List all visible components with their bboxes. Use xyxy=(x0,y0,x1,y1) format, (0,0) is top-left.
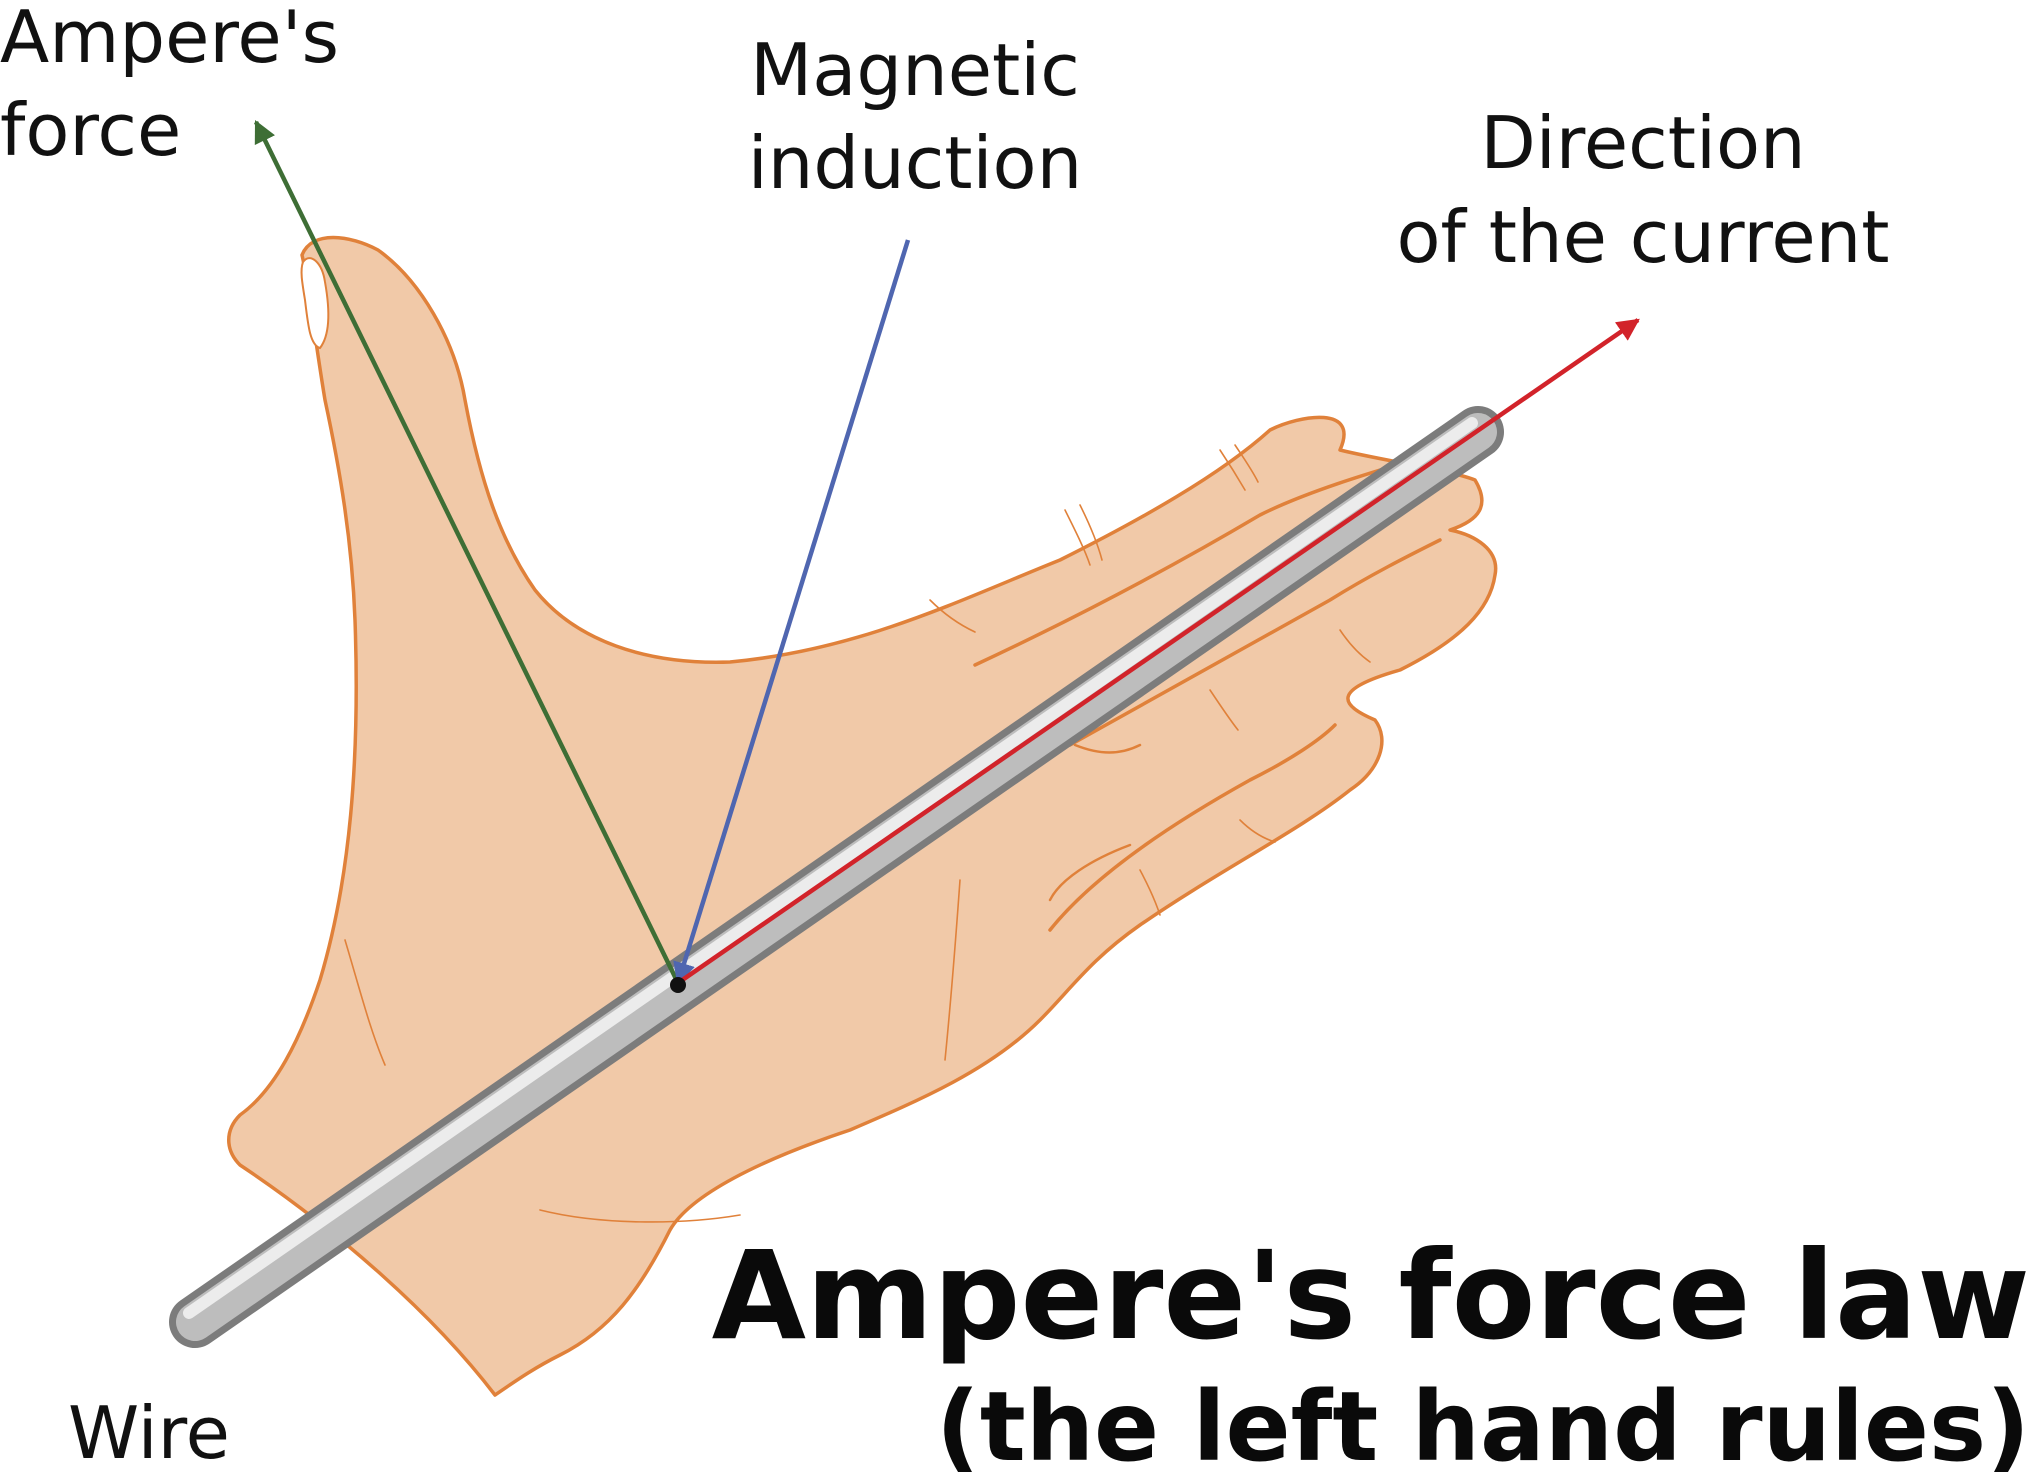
magnetic-induction-label-line2: induction xyxy=(748,121,1082,205)
ampere-force-label-line2: force xyxy=(0,88,181,172)
ampere-force-arrow xyxy=(253,119,681,984)
knuckle-creases xyxy=(344,444,1371,1223)
finger-gap-1 xyxy=(1073,743,1142,754)
finger-line-2 xyxy=(1068,538,1442,747)
title-subtitle: (the left hand rules) xyxy=(936,1371,2030,1472)
ampere-force-label-line1: Ampere's xyxy=(0,0,339,79)
vector-labels: Ampere's force Magnetic induction Direct… xyxy=(0,0,1890,1472)
current-direction-arrow xyxy=(676,318,1640,985)
wire-highlight xyxy=(183,417,1478,1319)
current-direction-label-line1: Direction xyxy=(1480,101,1805,185)
hand-silhouette xyxy=(227,235,1498,1397)
thumbnail xyxy=(300,257,330,350)
wire-label: Wire xyxy=(68,1391,230,1472)
current-direction-label-line2: of the current xyxy=(1396,195,1889,279)
title-main: Ampere's force law xyxy=(712,1225,2030,1367)
finger-gap-2 xyxy=(1048,843,1132,902)
force-vectors xyxy=(253,119,1640,993)
left-hand-illustration xyxy=(227,235,1498,1397)
finger-line-1 xyxy=(973,453,1432,667)
magnetic-induction-label-line1: Magnetic xyxy=(750,28,1080,112)
diagram-title: Ampere's force law (the left hand rules) xyxy=(712,1225,2030,1472)
contact-point xyxy=(670,977,686,993)
finger-line-3 xyxy=(1048,723,1337,932)
magnetic-induction-arrow xyxy=(673,239,911,986)
